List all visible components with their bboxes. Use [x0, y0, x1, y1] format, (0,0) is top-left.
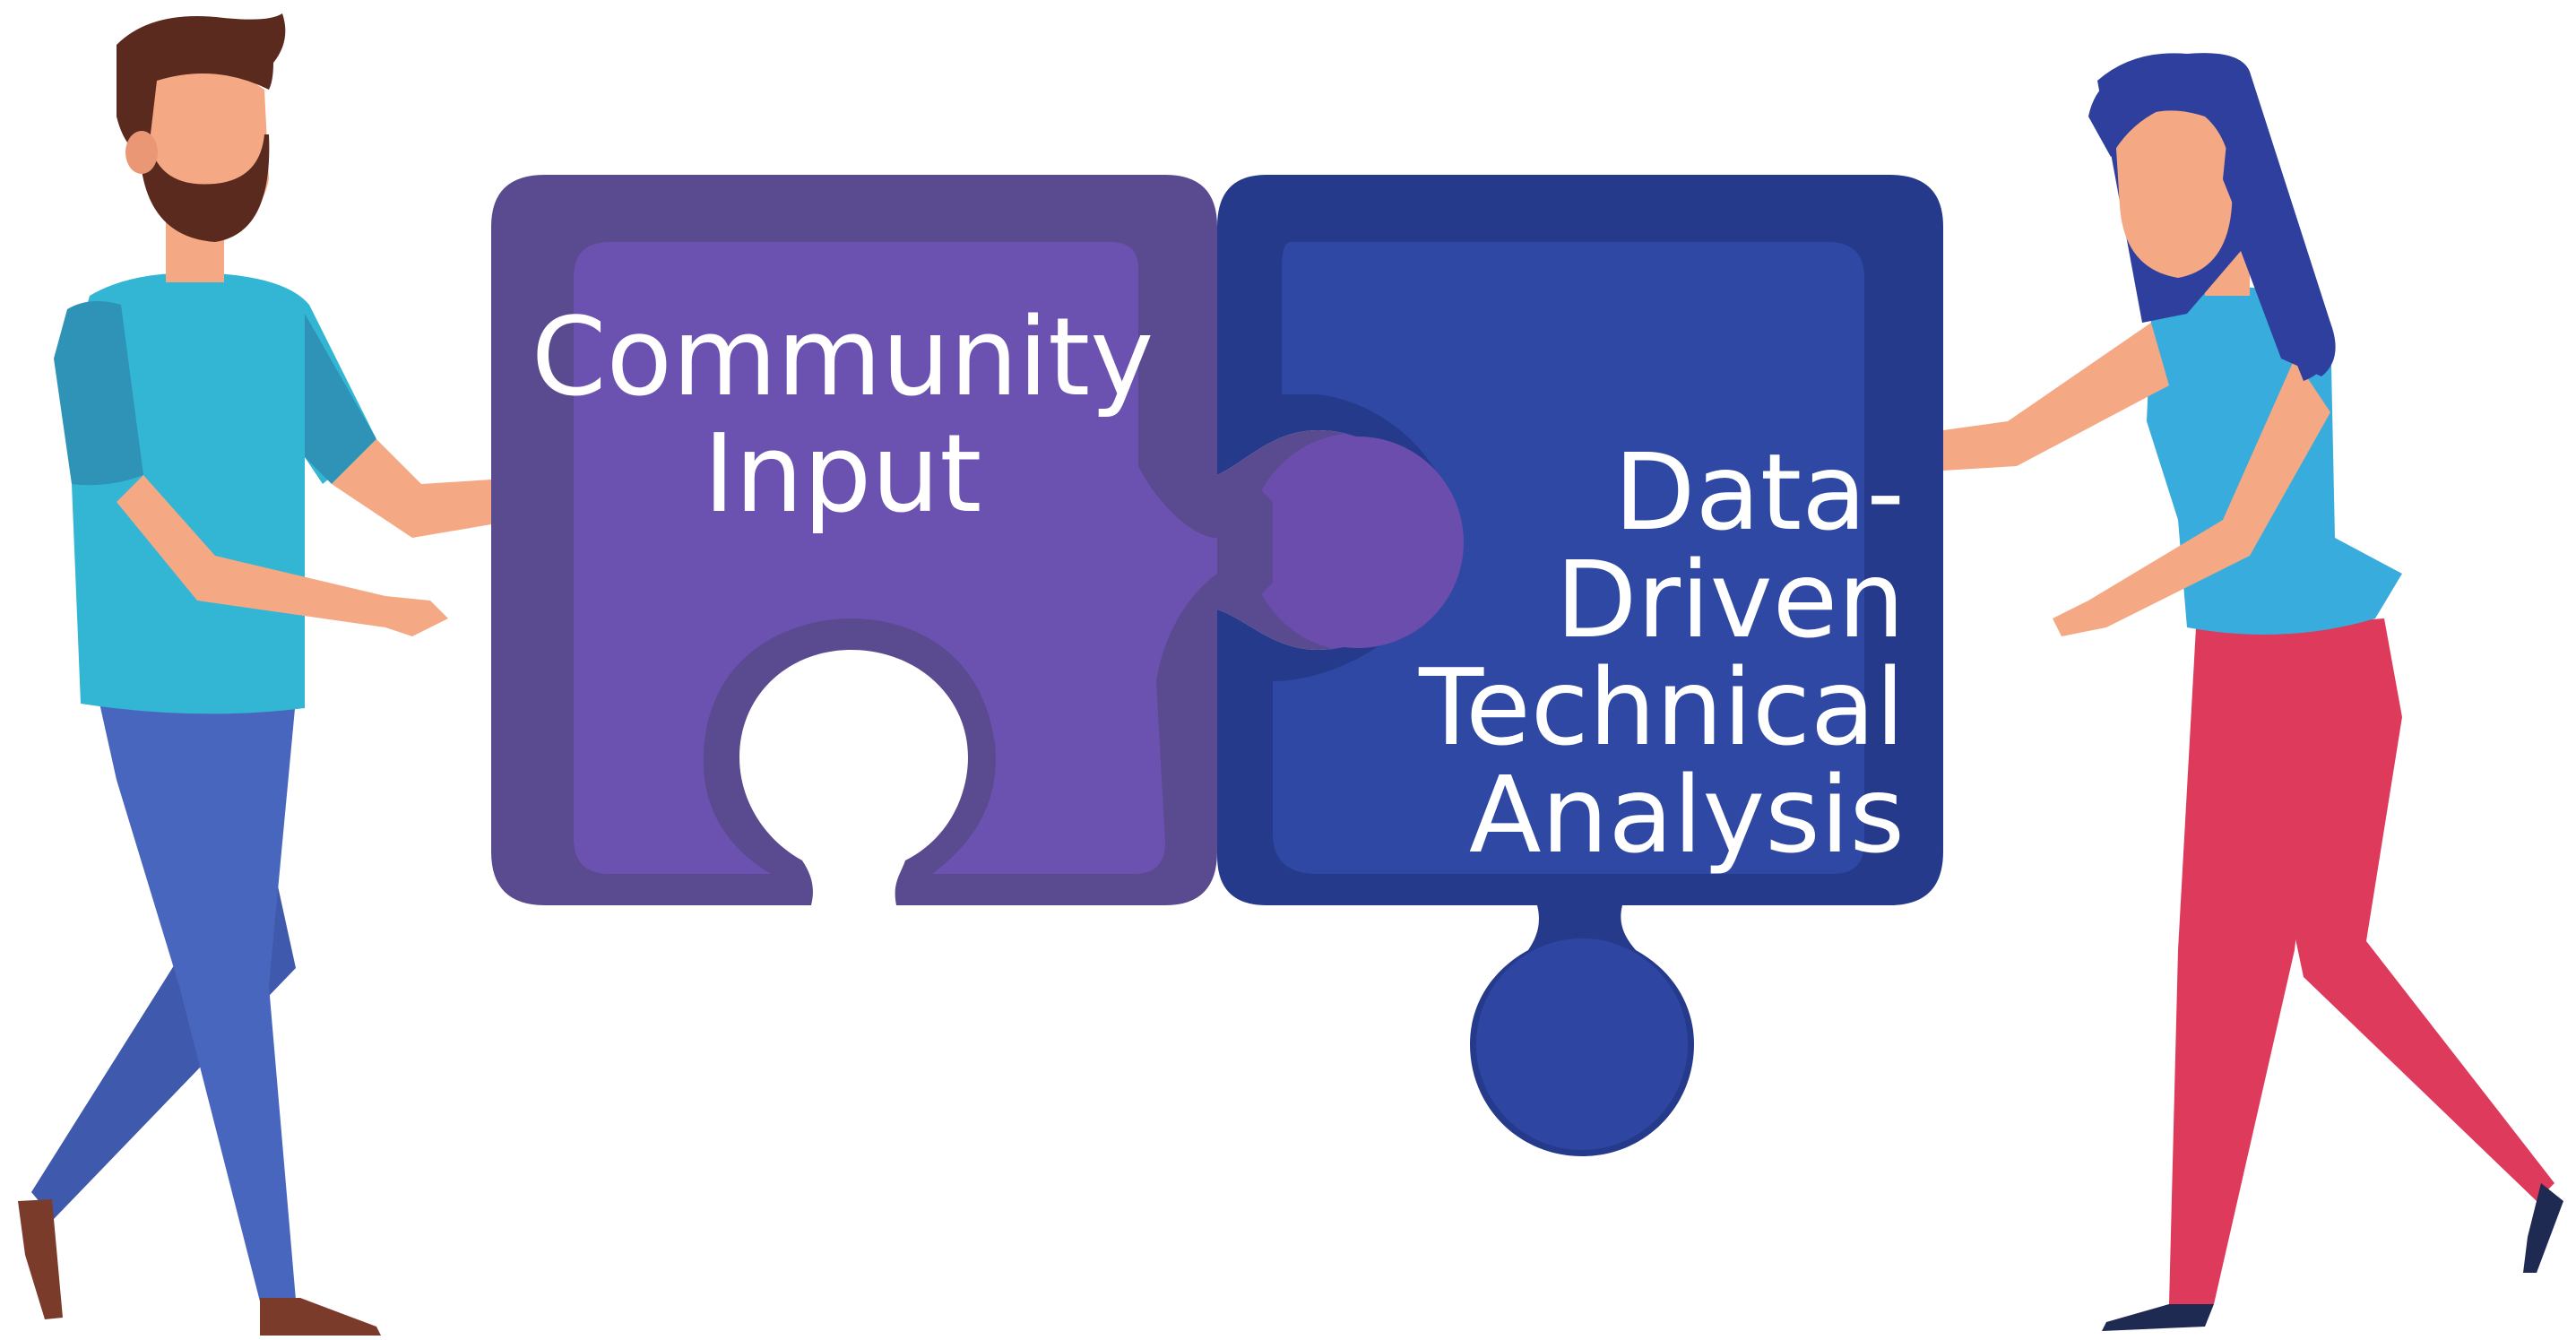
woman-front-leg — [2169, 627, 2330, 1304]
right-piece-bottom-tab — [1476, 938, 1688, 1150]
man-upper-arm — [332, 439, 491, 538]
man-right-sleeve — [305, 314, 376, 484]
right-piece-text: Data- Driven Technical Analysis — [1418, 430, 1905, 877]
man-beard — [142, 134, 270, 242]
man-figure-icon — [18, 13, 491, 1336]
man-ear — [125, 131, 158, 174]
left-piece-highlight — [574, 242, 1217, 874]
man-lower-arm — [117, 475, 448, 636]
woman-shoe-back — [2523, 1183, 2563, 1273]
man-shoe-front — [260, 1298, 381, 1336]
right-piece-highlight — [1273, 242, 1864, 874]
right-piece-line-1: Data- — [1614, 430, 1905, 554]
right-puzzle-piece — [1217, 175, 1943, 1156]
right-piece-line-2: Driven — [1556, 538, 1905, 661]
left-piece-text: Community Input — [532, 296, 1154, 537]
woman-back-leg — [2259, 618, 2554, 1201]
woman-arm-bottom — [2053, 359, 2330, 636]
interlock-neck — [1217, 484, 1273, 601]
woman-ponytail — [2223, 90, 2332, 381]
man-shoe-back — [18, 1199, 63, 1319]
woman-face — [2115, 110, 2233, 278]
left-piece-line-2: Input — [704, 412, 982, 537]
right-piece-line-4: Analysis — [1469, 753, 1905, 877]
right-piece-line-3: Technical — [1418, 645, 1905, 769]
interlock-tab — [1252, 437, 1464, 648]
woman-arm-top — [1943, 323, 2169, 471]
woman-figure-icon — [1943, 53, 2563, 1331]
man-hair — [117, 13, 286, 157]
left-piece-line-1: Community — [532, 296, 1154, 420]
man-front-leg — [99, 699, 296, 1301]
woman-hair-front — [2088, 62, 2241, 157]
man-left-sleeve — [54, 301, 143, 486]
woman-shoe-front — [2102, 1304, 2214, 1331]
